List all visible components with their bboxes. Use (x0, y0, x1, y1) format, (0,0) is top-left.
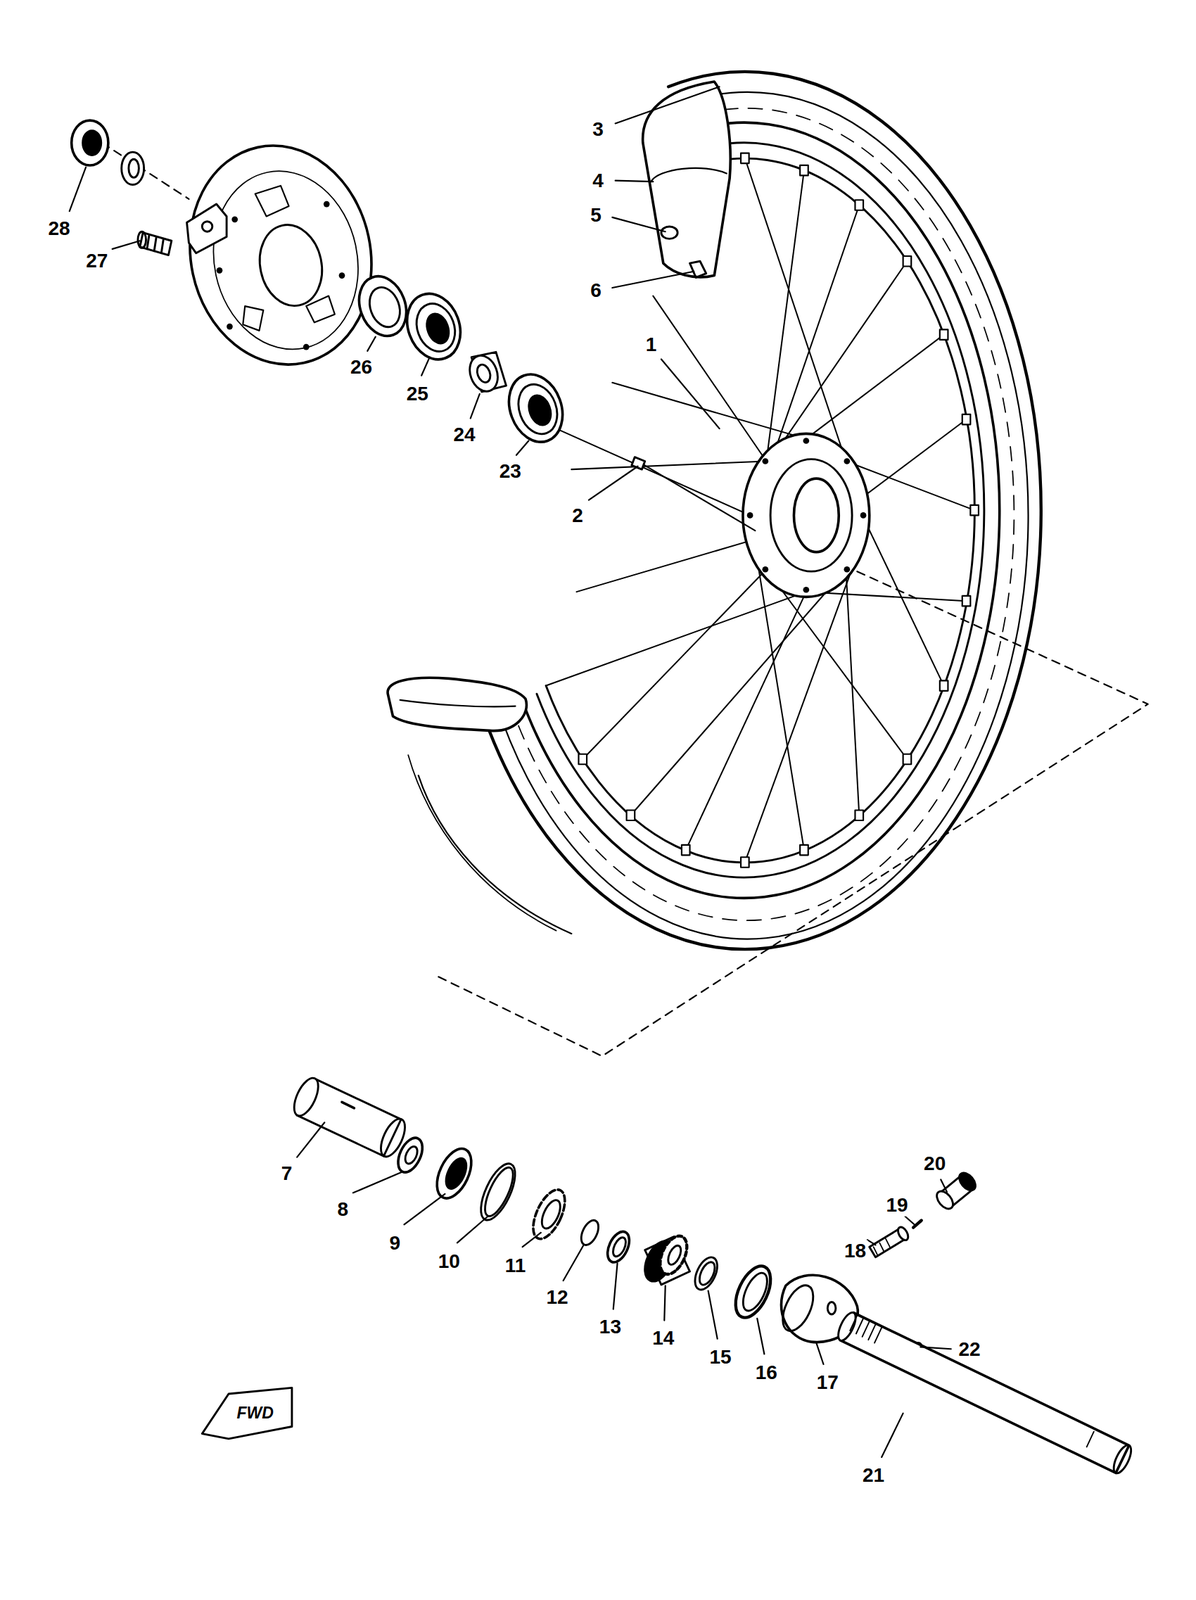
callout-number: 8 (336, 1198, 351, 1220)
callout-number: 21 (861, 1464, 886, 1487)
callout-number: 9 (388, 1231, 403, 1254)
callout-number: 28 (47, 218, 72, 240)
callout-number: 5 (588, 204, 603, 227)
callout-number: 17 (815, 1371, 841, 1394)
callout-number: 3 (590, 118, 606, 141)
callout-number: 20 (922, 1152, 947, 1175)
callout-number: 26 (348, 356, 374, 379)
callout-number: 25 (405, 382, 430, 405)
callout-number: 15 (707, 1346, 733, 1369)
callout-number: 10 (436, 1250, 462, 1272)
callout-number: 14 (650, 1326, 676, 1349)
callout-number: 12 (544, 1286, 570, 1308)
callout-number: 18 (842, 1240, 868, 1263)
callout-number: 19 (884, 1194, 909, 1217)
forward-mark: FWD (236, 1404, 273, 1422)
callout-number: 24 (451, 424, 477, 447)
callout-number: 16 (754, 1362, 779, 1384)
callout-number: 1 (644, 334, 659, 356)
callout-number: 23 (498, 460, 523, 483)
callout-number: 4 (590, 169, 606, 192)
callout-number: 27 (84, 250, 110, 273)
callout-number: 13 (598, 1315, 623, 1338)
callout-number: 22 (956, 1338, 982, 1360)
callout-number: 7 (280, 1162, 295, 1185)
callout-number: 2 (570, 504, 585, 527)
callout-number: 6 (588, 280, 603, 302)
callout-number: 11 (503, 1254, 528, 1277)
